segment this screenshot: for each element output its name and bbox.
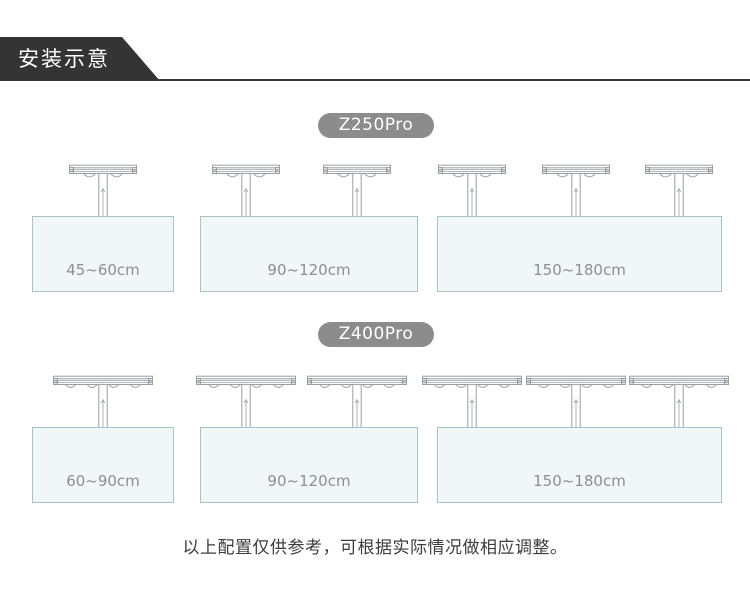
page-header: 安装示意 xyxy=(0,37,750,82)
measure-label-z250-g3: 150~180cm xyxy=(533,261,626,279)
footer-note: 以上配置仅供参考，可根据实际情况做相应调整。 xyxy=(182,538,568,558)
measure-label-z400-g2: 90~120cm xyxy=(267,472,351,490)
measure-box-z250-g2: 90~120cm xyxy=(200,216,418,292)
header-divider xyxy=(156,79,750,81)
page-title: 安装示意 xyxy=(18,47,110,71)
section-pill-z250pro: Z250Pro xyxy=(318,113,434,138)
measure-box-z400-g1: 60~90cm xyxy=(32,427,174,503)
measure-label-z400-g1: 60~90cm xyxy=(66,472,140,490)
measure-label-z400-g3: 150~180cm xyxy=(533,472,626,490)
measure-box-z250-g3: 150~180cm xyxy=(437,216,722,292)
measure-box-z250-g1: 45~60cm xyxy=(32,216,174,292)
measure-label-z250-g1: 45~60cm xyxy=(66,261,140,279)
measure-box-z400-g3: 150~180cm xyxy=(437,427,722,503)
section-pill-z400pro: Z400Pro xyxy=(318,322,434,347)
measure-label-z250-g2: 90~120cm xyxy=(267,261,351,279)
measure-box-z400-g2: 90~120cm xyxy=(200,427,418,503)
